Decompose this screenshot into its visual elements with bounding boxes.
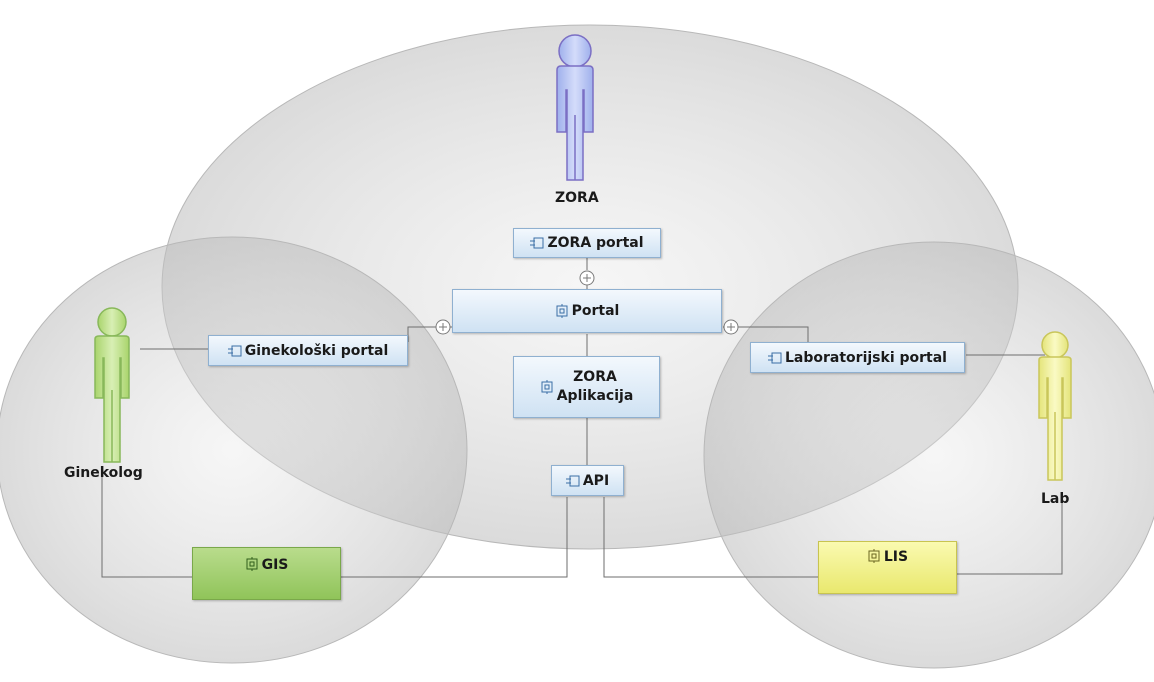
component-icon [540,380,554,394]
lab-zone-ellipse [703,241,1154,669]
ginekoloski-portal-box[interactable]: Ginekološki portal [208,335,408,366]
composition-plus-icon [579,270,595,286]
zora-actor-icon [556,34,594,181]
connector-lines [101,258,1063,578]
ginekoloski-portal-label: Ginekološki portal [244,342,389,359]
portal-box[interactable]: Portal [452,289,722,333]
zora-portal-box[interactable]: ZORA portal [513,228,661,258]
composition-plus-icon [723,319,739,335]
laboratorijski-portal-label: Laboratorijski portal [785,349,947,366]
gis-box[interactable]: GIS [192,547,341,600]
zora-aplikacija-label: ZORA Aplikacija [557,368,634,406]
lis-label: LIS [883,549,909,565]
gis-label: GIS [261,557,289,573]
interface-icon [227,345,242,357]
lab-actor-label: Lab [1041,491,1070,507]
composition-markers [435,270,739,335]
zora-aplikacija-line2: Aplikacija [556,388,634,404]
portal-label: Portal [571,303,620,319]
zora-aplikacija-box[interactable]: ZORA Aplikacija [513,356,660,418]
interface-icon [768,352,782,364]
interface-icon [565,475,580,487]
zora-aplikacija-line1: ZORA [573,369,617,385]
ginekolog-actor-label: Ginekolog [64,465,143,481]
zora-portal-label: ZORA portal [547,235,644,251]
laboratorijski-portal-box[interactable]: Laboratorijski portal [750,342,965,373]
lab-actor-icon [1038,331,1072,481]
zora-actor-label: ZORA [555,190,599,206]
component-icon [245,557,259,571]
api-box[interactable]: API [551,465,624,496]
composition-plus-icon [435,319,451,335]
interface-icon [530,237,544,249]
component-icon [555,304,569,318]
component-icon [867,549,881,563]
ginekolog-actor-icon [94,307,130,463]
lis-box[interactable]: LIS [818,541,957,594]
api-label: API [582,472,610,489]
